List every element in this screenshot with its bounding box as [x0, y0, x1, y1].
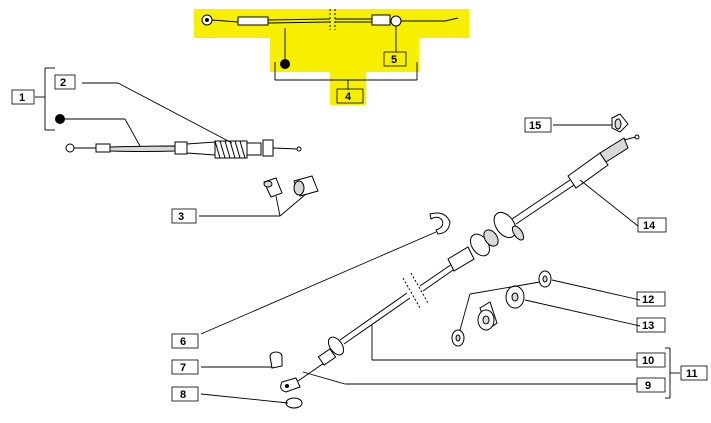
callout-7[interactable]: 7: [180, 362, 186, 374]
rubber-bushings[interactable]: [451, 270, 552, 347]
cable-marker-dot-left: [55, 114, 65, 124]
callout-14[interactable]: 14: [643, 220, 656, 232]
highlight-band-top: [194, 9, 469, 38]
washer-small[interactable]: [285, 397, 303, 409]
callout-13[interactable]: 13: [642, 320, 654, 332]
retaining-clip[interactable]: [429, 212, 451, 235]
callout-9[interactable]: 9: [645, 380, 651, 392]
cable-marker-dot: [280, 59, 290, 69]
main-cable[interactable]: [280, 134, 640, 393]
callout-12[interactable]: 12: [642, 294, 654, 306]
highlighted-assembly[interactable]: 4 5: [194, 9, 469, 105]
cable-end-nipple[interactable]: [611, 113, 629, 133]
callout-8[interactable]: 8: [180, 389, 186, 401]
callout-6[interactable]: 6: [180, 336, 186, 348]
callout-2[interactable]: 2: [60, 77, 66, 89]
callout-10[interactable]: 10: [642, 355, 654, 367]
cable-assembly-left[interactable]: [65, 139, 302, 159]
callout-3[interactable]: 3: [178, 211, 184, 223]
callout-1[interactable]: 1: [19, 92, 25, 104]
callout-15[interactable]: 15: [529, 120, 541, 132]
callout-4[interactable]: 4: [345, 91, 352, 103]
callout-5[interactable]: 5: [391, 54, 397, 66]
highlighted-cable: [201, 9, 459, 30]
clevis-pin[interactable]: [269, 351, 283, 369]
callout-11[interactable]: 11: [686, 368, 698, 380]
cable-nipples[interactable]: [263, 175, 319, 198]
